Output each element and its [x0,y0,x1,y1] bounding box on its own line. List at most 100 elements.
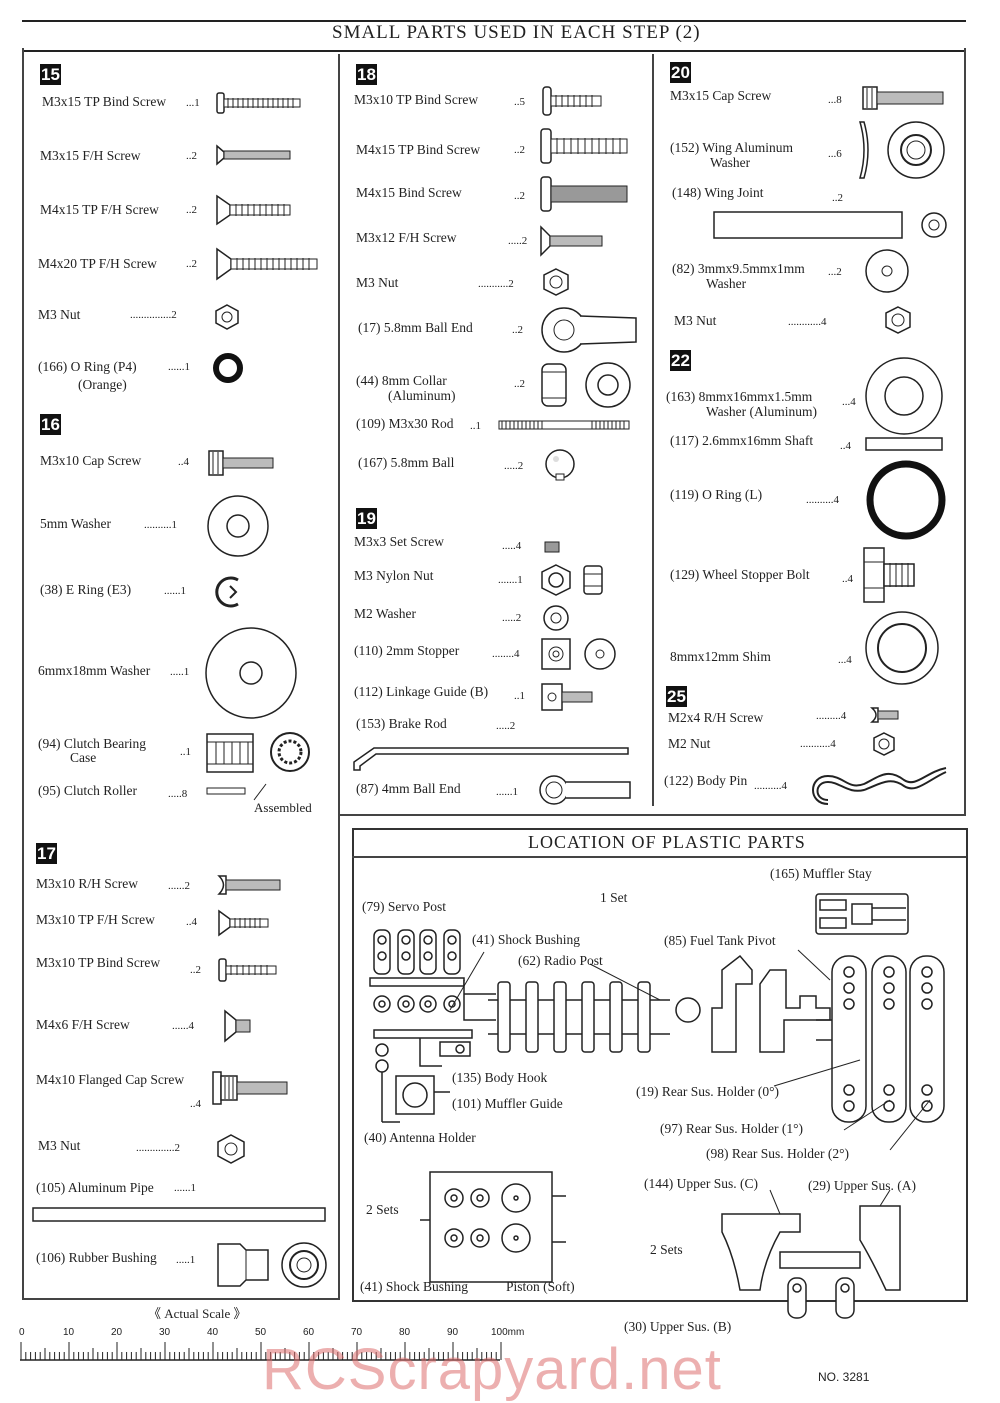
column-divider-3 [338,814,340,1300]
part-label: M3x10 TP Bind Screw [354,92,479,107]
plastic-parts-title: LOCATION OF PLASTIC PARTS [528,832,806,852]
two-sets-label: 2 Sets [366,1202,399,1217]
part-qty: ......2 [168,880,190,892]
clutch-bearing-icon [206,732,310,773]
set-screw-icon [544,541,560,553]
part-label: M3x3 Set Screw [354,534,444,549]
column-divider-1 [338,54,340,814]
tp-fh-screw-icon [216,194,291,226]
part-qty: ..2 [514,378,525,390]
part-label: M3 Nut [356,275,399,290]
clutch-roller-icon [206,783,267,801]
part-qty: ..4 [186,916,197,928]
part-label: (153) Brake Rod [356,716,447,731]
part-qty: ..4 [842,573,853,585]
part-qty: .......1 [498,574,523,586]
part-label: M4x6 F/H Screw [36,1017,130,1032]
part-qty: ...2 [828,266,842,278]
part-label: M2 Washer [354,606,417,621]
step-number: 25 [666,686,687,707]
hex-nut-icon [885,306,911,334]
part-qty: .....2 [504,460,524,472]
part-label: M3 Nut [674,313,717,328]
part-label: 8mmx12mm Shim [670,649,771,664]
part-qty: ...............2 [130,309,177,321]
part-label: (106) Rubber Bushing [36,1250,157,1265]
part-label: M4x15 TP F/H Screw [40,202,159,217]
scale-tick-label: 0 [19,1327,25,1338]
part-label: M2x4 R/H Screw [668,710,764,725]
fuel-tank-pivot-label: (85) Fuel Tank Pivot [664,933,776,948]
ball-end-small-icon [539,775,631,805]
tp-bind-screw-icon [216,92,301,114]
part-qty: ..2 [186,204,197,216]
part-qty: .....2 [502,612,522,624]
scale-tick-label: 100mm [491,1327,525,1338]
left-rule [22,48,24,1298]
plastic-parts-panel [352,828,968,1302]
part-qty: ..........4 [806,494,839,506]
o-ring-icon [213,353,243,383]
part-label: 5mm Washer [40,516,112,531]
part-label: M3 Nut [38,1138,81,1153]
part-qty: ..1 [180,746,191,758]
fh-screw-icon [216,144,291,166]
muffler-stay-label: (165) Muffler Stay [770,866,872,881]
part-qty: .....1 [176,1254,196,1266]
antenna-holder-label: (40) Antenna Holder [364,1130,476,1145]
brake-rod-icon [353,747,629,771]
watermark: RCScrapyard.net [262,1337,722,1402]
part-label: (95) Clutch Roller [38,783,137,798]
o-ring-large-icon [866,460,946,540]
rear-sus-holder-2-label: (98) Rear Sus. Holder (2°) [706,1146,849,1161]
ball-icon [545,449,575,481]
part-label: M3 Nylon Nut [354,568,434,583]
scale-tick-label: 50 [255,1327,267,1338]
small-washer-icon [543,605,569,631]
leader-lines [449,949,931,1215]
part-qty: ...4 [838,654,852,666]
part-qty: ........4 [492,648,520,660]
part-qty: ..............2 [136,1142,180,1154]
servo-post-shape [369,929,496,1123]
part-qty: ......1 [164,585,186,597]
part-label: M3x10 Cap Screw [40,453,142,468]
wing-joint-icon [713,211,947,239]
part-qty: ...........2 [478,278,514,290]
washer-icon [207,495,269,557]
rear-sus-holder-1-label: (97) Rear Sus. Holder (1°) [660,1121,803,1136]
part-qty: ..2 [514,190,525,202]
part-label: M4x20 TP F/H Screw [38,256,157,271]
cap-screw-icon [862,86,944,110]
hex-nut-icon [217,1134,245,1164]
tp-bind-screw-m4-icon [540,128,628,164]
assembled-note: Assembled [254,800,312,815]
fuel-tank-pivot-shape [675,954,831,1053]
part-label: M3x12 F/H Screw [356,230,457,245]
scale-top-rule [22,1298,338,1300]
body-pin-icon [812,767,947,805]
part-qty: ..........1 [144,519,177,531]
part-qty: ..2 [512,324,523,336]
part-qty: ..4 [178,456,189,468]
plastic-parts-drawing [369,893,945,1319]
part-label: (109) M3x30 Rod [356,416,454,431]
large-washer-icon [205,627,297,719]
column-divider-2 [652,54,654,806]
part-label: (94) Clutch Bearing [38,736,146,751]
part-label: Washer [706,276,747,291]
rh-screw-small-icon [870,707,899,723]
part-label: M2 Nut [668,736,711,751]
hex-nut-icon [215,304,239,330]
part-label: (112) Linkage Guide (B) [354,684,489,699]
part-qty: ..1 [470,420,481,432]
part-label: (Aluminum) [388,388,456,403]
part-qty: ..2 [186,258,197,270]
radio-post-label: (62) Radio Post [518,953,603,968]
muffler-stay-shape [815,893,909,935]
part-label: (105) Aluminum Pipe [36,1180,154,1195]
part-label: (122) Body Pin [664,773,748,788]
part-qty: ......1 [496,786,518,798]
part-label: M4x10 Flanged Cap Screw [36,1072,185,1087]
part-label: M3x10 R/H Screw [36,876,138,891]
